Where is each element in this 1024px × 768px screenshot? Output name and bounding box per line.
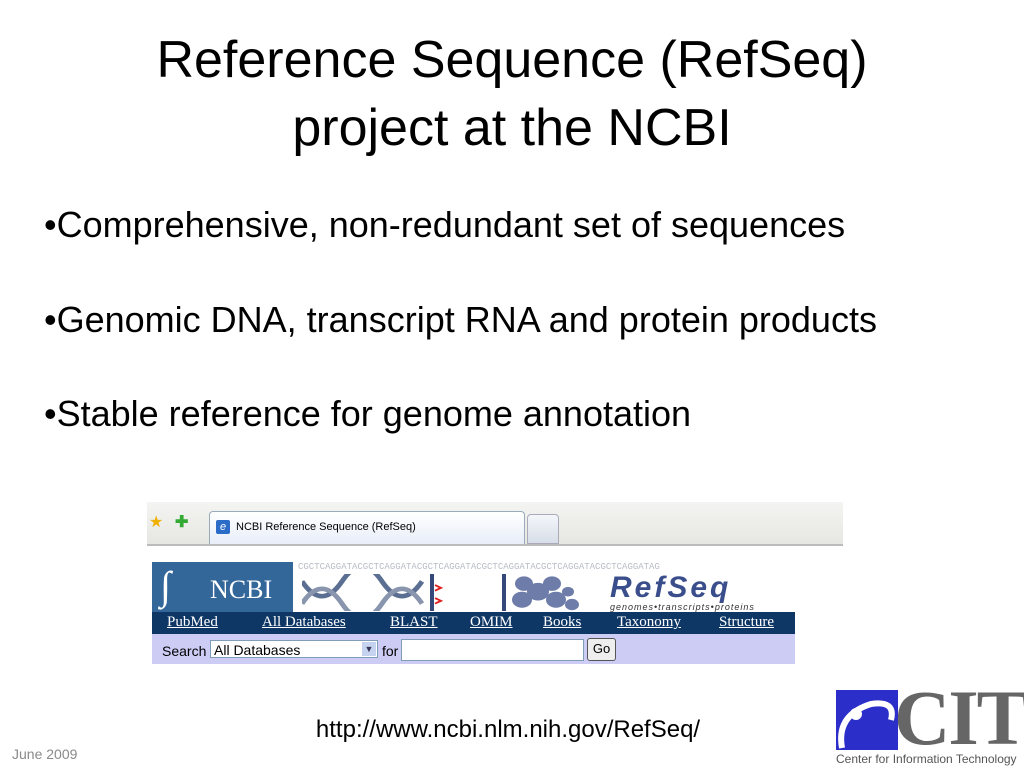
cit-logo: CIT Center for Information Technology (836, 674, 1024, 766)
database-select[interactable]: All Databases ▼ (210, 640, 378, 658)
chevron-down-icon[interactable]: ▼ (362, 642, 376, 656)
for-label: for (382, 643, 399, 659)
title-line-1: Reference Sequence (RefSeq) (156, 31, 868, 89)
add-favorite-icon[interactable]: ✚ (175, 514, 189, 531)
title-line-2: project at the NCBI (292, 99, 732, 157)
search-label: Search (162, 643, 207, 659)
ncbi-nav-bar: PubMed All Databases BLAST OMIM Books Ta… (152, 612, 795, 634)
refseq-tagline: genomes•transcripts•proteins (610, 602, 755, 612)
ncbi-screenshot: ★ ✚ e NCBI Reference Sequence (RefSeq) ∫… (147, 502, 843, 667)
slide-date: June 2009 (12, 746, 78, 762)
sequence-background: CGCTCAGGATACGCTCAGGATACGCTCAGGATACGCTCAG… (298, 562, 660, 572)
browser-tab[interactable]: e NCBI Reference Sequence (RefSeq) (209, 511, 525, 544)
cit-emblem-icon (836, 690, 898, 750)
bullet-item: •Genomic DNA, transcript RNA and protein… (44, 299, 877, 340)
favorites-star-icon[interactable]: ★ (149, 514, 164, 531)
nav-structure[interactable]: Structure (719, 614, 774, 630)
new-tab-button[interactable] (527, 514, 559, 544)
go-button[interactable]: Go (587, 638, 616, 661)
dna-helix-icon (302, 574, 444, 611)
ie-icon: e (216, 520, 230, 534)
search-bar: Search All Databases ▼ for Go (152, 634, 795, 664)
bullet-item: •Comprehensive, non-redundant set of seq… (44, 204, 846, 245)
ncbi-banner: ∫ NCBI CGCTCAGGATACGCTCAGGATACGCTCAGGATA… (152, 562, 795, 612)
nav-blast[interactable]: BLAST (390, 614, 438, 630)
nav-all-databases[interactable]: All Databases (262, 614, 346, 630)
refseq-logo: RefSeq (610, 571, 732, 604)
nav-taxonomy[interactable]: Taxonomy (617, 614, 681, 630)
refseq-url[interactable]: http://www.ncbi.nlm.nih.gov/RefSeq/ (315, 716, 701, 743)
tab-title: NCBI Reference Sequence (RefSeq) (236, 521, 416, 533)
search-input[interactable] (401, 639, 584, 661)
nav-books[interactable]: Books (543, 614, 582, 630)
nav-omim[interactable]: OMIM (470, 614, 513, 630)
helix-icon: ∫ (160, 563, 171, 608)
nav-pubmed[interactable]: PubMed (167, 614, 218, 630)
bullet-item: •Stable reference for genome annotation (44, 393, 692, 434)
protein-structure-icon (502, 574, 579, 611)
slide-title: Reference Sequence (RefSeq) project at t… (0, 26, 1024, 162)
ncbi-logo[interactable]: ∫ NCBI (152, 562, 293, 612)
browser-tab-bar: ★ ✚ e NCBI Reference Sequence (RefSeq) (147, 502, 843, 546)
